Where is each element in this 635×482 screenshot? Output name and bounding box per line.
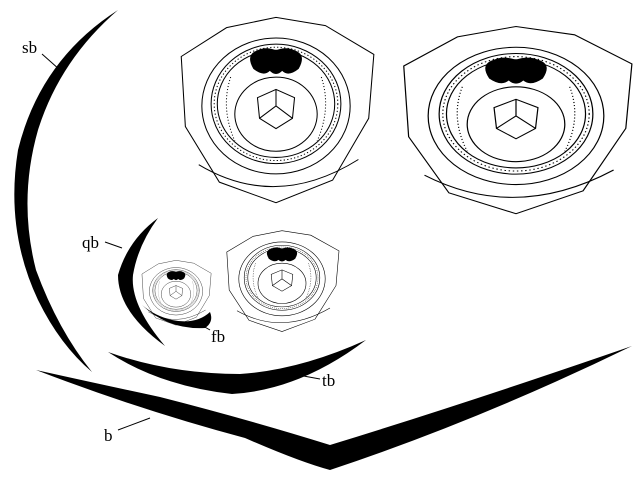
label-tb: tb <box>322 371 335 390</box>
label-b: b <box>104 426 113 445</box>
cross-section-large-center <box>181 17 374 202</box>
sb-leader <box>42 54 60 70</box>
label-sb: sb <box>22 38 37 57</box>
b-blade <box>36 346 632 470</box>
qb-leader <box>105 242 122 248</box>
label-qb: qb <box>82 233 99 252</box>
qb-blade <box>118 218 165 346</box>
cross-section-small <box>142 260 211 325</box>
sb-blade <box>14 10 118 372</box>
cross-section-medium <box>227 231 339 332</box>
label-fb: fb <box>211 327 225 346</box>
b-leader <box>118 418 150 430</box>
cross-section-large-right <box>404 26 632 213</box>
